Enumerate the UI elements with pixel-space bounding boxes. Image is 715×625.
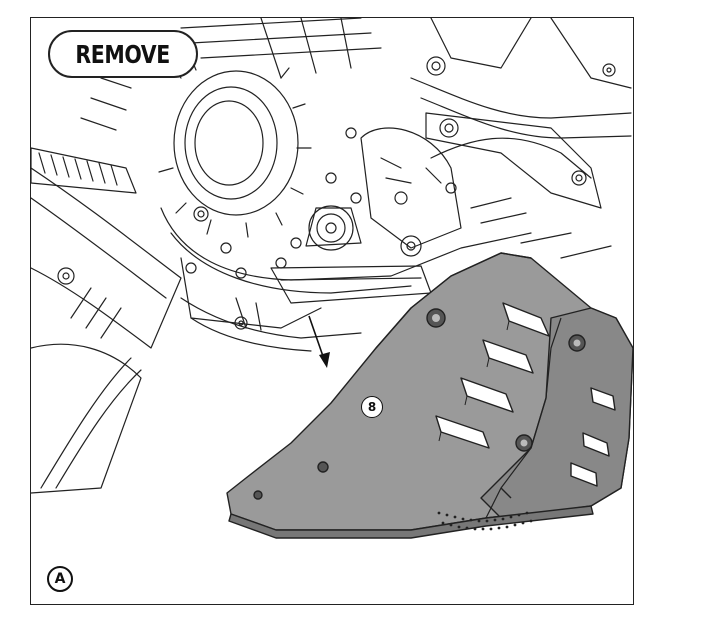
- part-callout: 8: [361, 396, 383, 418]
- assembly-drawing: [31, 18, 633, 539]
- instruction-frame: REMOVE 8 A: [30, 17, 634, 605]
- remove-label: REMOVE: [75, 39, 171, 69]
- part-number: 8: [367, 400, 377, 414]
- skid-plate-illustration: [226, 252, 633, 539]
- engine-illustration: [31, 18, 632, 494]
- step-letter: A: [54, 571, 66, 587]
- removal-arrow-icon: [308, 315, 330, 368]
- step-badge: A: [47, 566, 73, 592]
- remove-label-badge: REMOVE: [48, 30, 198, 78]
